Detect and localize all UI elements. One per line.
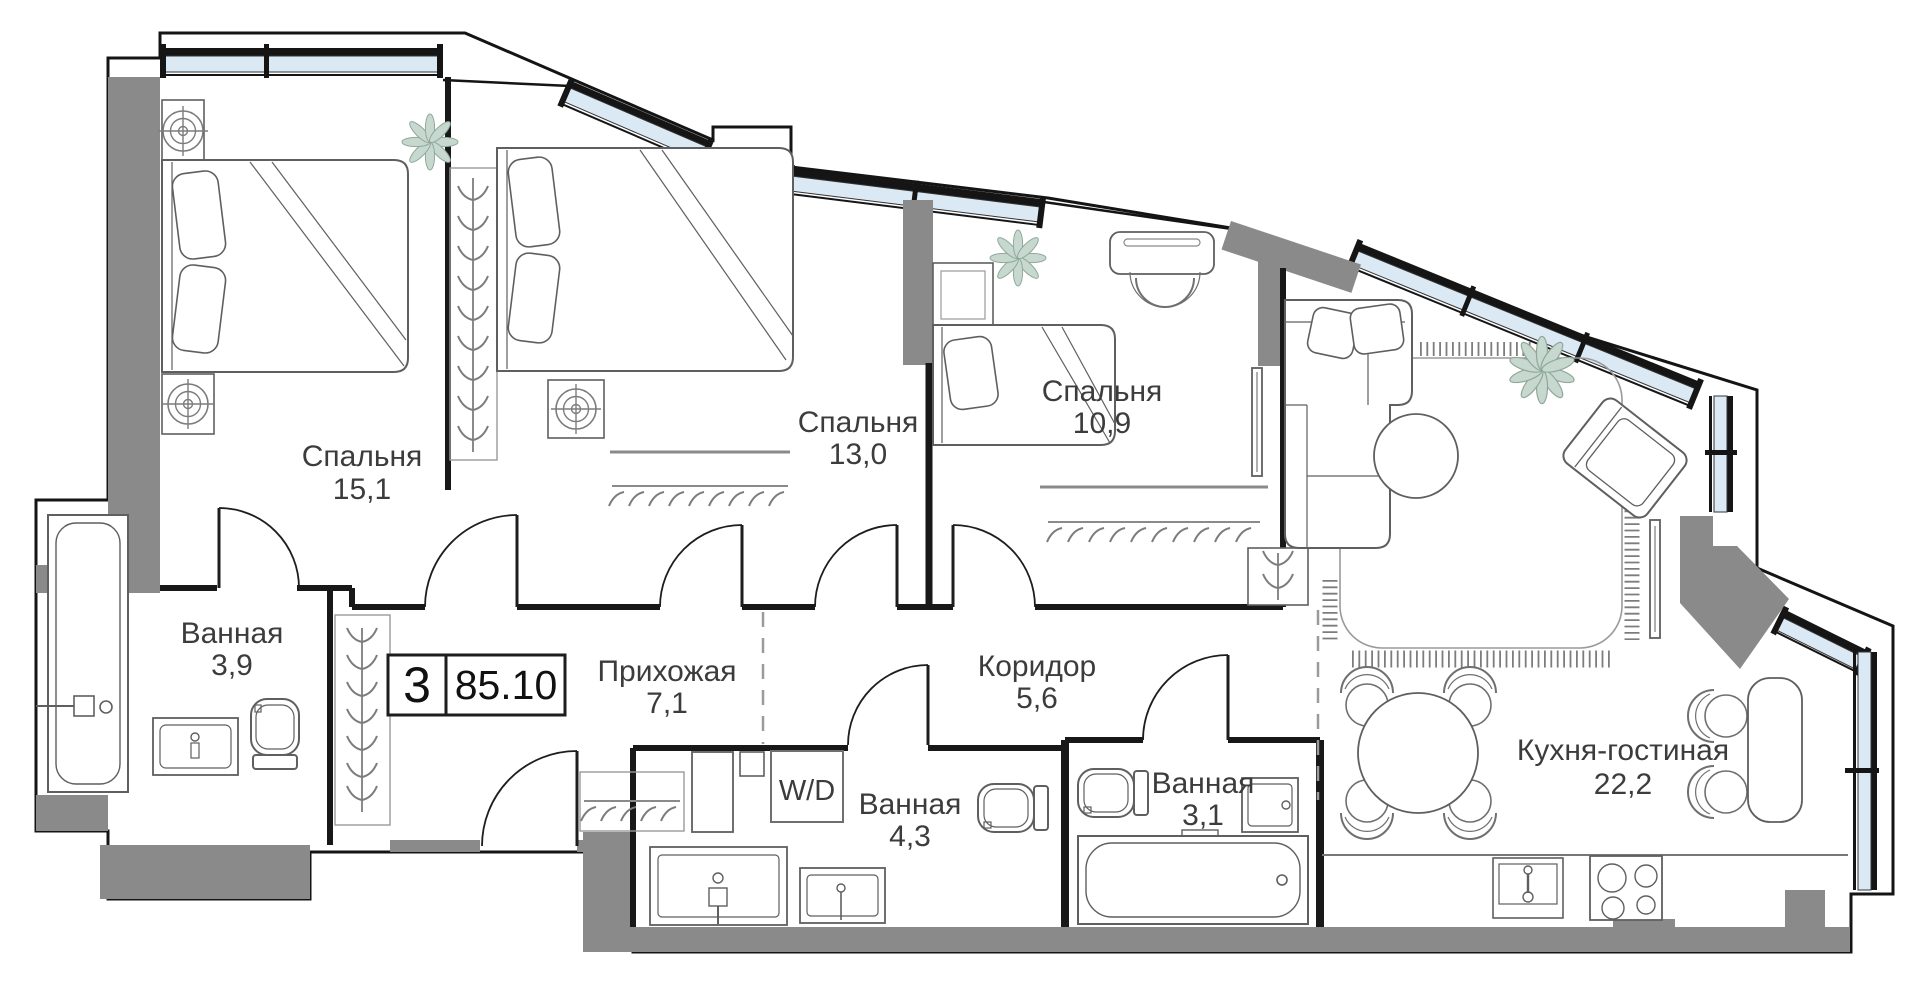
bedroom2-furniture: [449, 147, 794, 507]
bedroom2-area: 13,0: [829, 438, 887, 471]
door-icon: [659, 524, 744, 608]
hallway-label: Прихожая: [597, 655, 736, 688]
pillow-icon: [943, 335, 999, 411]
bathroom2-furniture: [649, 750, 1049, 926]
cabinet-icon: [739, 751, 765, 777]
door-icon: [814, 524, 899, 608]
door-icon: [847, 664, 930, 746]
bathroom1-area: 3,9: [211, 649, 253, 682]
hallway-furniture: [334, 614, 765, 833]
bedroom2-label: Спальня: [798, 406, 919, 439]
sink-icon: [1241, 777, 1299, 833]
armchair-icon: [1562, 397, 1688, 519]
window-icon: [1345, 238, 1704, 410]
kitchen-living-area: 22,2: [1594, 768, 1652, 801]
badge-box: [386, 653, 567, 717]
window-icon: [1705, 395, 1737, 513]
kitchen-living-furniture: [1284, 299, 1848, 921]
pillow-icon: [171, 170, 227, 260]
closet-icon: [334, 614, 391, 826]
plant-icon: [989, 229, 1047, 287]
bathroom3-area: 3,1: [1182, 799, 1224, 832]
desk-icon: [1109, 231, 1215, 275]
windows: [160, 44, 1879, 891]
doors: [217, 507, 1230, 847]
bathroom3-furniture: [1077, 768, 1309, 925]
door-icon: [217, 507, 300, 589]
dining-table-icon: [1357, 692, 1479, 814]
kitchen-living-label: Кухня-гостиная: [1517, 734, 1729, 767]
bathroom2-label: Ванная: [859, 788, 962, 821]
bathroom2-area: 4,3: [889, 820, 931, 853]
window-icon: [785, 164, 1047, 229]
sink-icon: [799, 867, 886, 924]
bathtub-icon: [1077, 835, 1309, 925]
wd-label: W/D: [779, 775, 835, 807]
window-icon: [1845, 651, 1879, 891]
entrance-door-icon: [481, 750, 579, 847]
door-icon: [1142, 654, 1230, 741]
room-labels: Спальня 15,1 Спальня 13,0 Спальня 10,9 В…: [181, 375, 1730, 853]
bay-table-icon: [1747, 677, 1803, 823]
bedroom1-label: Спальня: [302, 440, 423, 473]
coat-rack-icon: [579, 771, 685, 832]
bathroom1-furniture: [36, 514, 300, 793]
badge-total-area: 85.10: [455, 662, 558, 708]
zone-boundaries: [761, 610, 1320, 800]
badge-rooms-count: 3: [403, 657, 431, 713]
bedroom1-area: 15,1: [333, 473, 391, 506]
corridor-area: 5,6: [1016, 682, 1058, 715]
plant-icon: [401, 113, 459, 171]
hallway-area: 7,1: [646, 687, 688, 720]
corner-sofa-icon: [1284, 299, 1413, 549]
pillow-icon: [507, 252, 561, 344]
nightstand-icon: [932, 262, 994, 328]
window-icon: [160, 44, 443, 78]
door-icon: [424, 514, 519, 608]
pillow-icon: [1349, 303, 1405, 355]
toilet-icon: [1077, 768, 1149, 818]
bedroom3-area: 10,9: [1073, 407, 1131, 440]
cabinet-icon: [691, 751, 734, 833]
double-bed-icon: [161, 159, 409, 373]
bedroom3-furniture: [932, 231, 1309, 606]
washer-dryer-icon: [770, 750, 844, 823]
bathroom1-label: Ванная: [181, 617, 284, 650]
toilet-icon: [250, 698, 300, 770]
door-icon: [951, 524, 1036, 608]
pillow-icon: [507, 156, 561, 248]
bathtub-icon: [47, 514, 129, 793]
pillow-icon: [171, 264, 227, 354]
bedroom3-label: Спальня: [1042, 375, 1163, 408]
toilet-icon: [977, 783, 1049, 833]
faucet-icon: [73, 695, 95, 717]
double-bed-icon: [496, 147, 794, 372]
bedroom1-furniture: [157, 99, 409, 435]
sink-icon: [152, 717, 239, 776]
corridor-label: Коридор: [978, 650, 1096, 683]
area-badge: 3 85.10: [386, 653, 567, 717]
coffee-table-icon: [1373, 413, 1459, 499]
bathroom3-label: Ванная: [1152, 767, 1255, 800]
